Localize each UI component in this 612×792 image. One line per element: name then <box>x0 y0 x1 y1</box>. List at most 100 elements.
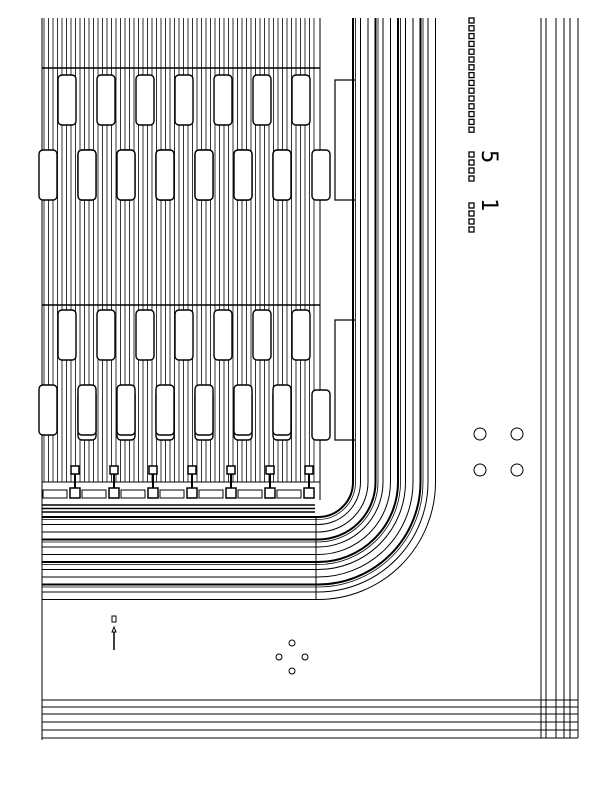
fiducial-circle <box>510 463 524 477</box>
bus-line <box>42 18 401 565</box>
cell-well <box>272 149 292 201</box>
cell-well <box>77 149 97 201</box>
alignment-marks <box>111 17 524 675</box>
alignment-square <box>468 32 475 40</box>
fiducial-circle <box>510 427 524 441</box>
cell-well <box>213 74 233 126</box>
alignment-square <box>468 48 475 55</box>
contact-pad <box>304 465 314 475</box>
bus-line <box>42 18 424 588</box>
bus-line <box>42 18 384 548</box>
cell-well <box>57 309 77 361</box>
cell-well <box>311 389 331 441</box>
resistor <box>159 489 185 499</box>
contact-pad <box>70 465 80 475</box>
alignment-square <box>468 103 475 110</box>
bus-line <box>42 18 377 541</box>
bus-line <box>42 18 414 578</box>
cell-well <box>272 384 292 436</box>
cell-well <box>135 309 155 361</box>
resistor <box>276 489 302 499</box>
cell-well <box>213 309 233 361</box>
contact-pad <box>265 465 275 475</box>
marker-arrow <box>111 625 117 633</box>
alignment-square <box>468 79 475 87</box>
cell-well <box>194 149 214 201</box>
alignment-square <box>468 17 475 24</box>
resistor <box>198 489 224 499</box>
cell-well <box>38 149 58 201</box>
cell-well <box>291 74 311 126</box>
alignment-square <box>468 40 475 48</box>
small-fiducial <box>288 639 296 647</box>
bus-line <box>42 18 361 525</box>
cell-well <box>116 384 136 436</box>
cell-well <box>38 384 58 436</box>
cell-well <box>155 149 175 201</box>
alignment-square <box>468 110 475 118</box>
alignment-square <box>468 118 475 126</box>
bus-line <box>42 18 399 563</box>
bus-line <box>42 18 429 593</box>
contact-pad <box>187 465 197 475</box>
bond-pad <box>69 487 81 499</box>
bond-pad <box>264 487 276 499</box>
cell-well <box>57 74 77 126</box>
cell-well <box>155 384 175 436</box>
bus-line <box>42 18 391 555</box>
bus-line <box>42 18 422 586</box>
mark-label-1: 1 <box>476 198 501 211</box>
alignment-square <box>468 202 475 209</box>
cell-well <box>233 149 253 201</box>
mark-label-5: 5 <box>476 150 501 163</box>
bond-pad <box>186 487 198 499</box>
fiducial-circle <box>473 463 487 477</box>
cell-well <box>291 309 311 361</box>
alignment-square <box>468 175 475 182</box>
bond-pad <box>108 487 120 499</box>
alignment-square <box>468 87 475 94</box>
resistor <box>42 489 68 499</box>
cell-well <box>311 149 331 201</box>
cell-well <box>77 384 97 436</box>
routing-bus <box>42 18 436 600</box>
bracket <box>334 319 355 441</box>
alignment-square <box>468 218 475 225</box>
contact-pad <box>109 465 119 475</box>
alignment-square <box>468 210 475 217</box>
contact-pad <box>148 465 158 475</box>
bracket <box>334 79 355 201</box>
alignment-square <box>468 25 475 32</box>
bond-pad <box>147 487 159 499</box>
bus-line <box>42 18 369 533</box>
resistor <box>81 489 107 499</box>
alignment-square <box>468 126 475 133</box>
alignment-square <box>468 226 475 233</box>
resistor <box>237 489 263 499</box>
cell-well <box>96 309 116 361</box>
cell-well <box>252 74 272 126</box>
cell-well <box>135 74 155 126</box>
cell-well <box>252 309 272 361</box>
cell-well <box>174 74 194 126</box>
cell-well <box>116 149 136 201</box>
cell-well <box>233 384 253 436</box>
bus-line <box>42 18 436 600</box>
cell-well <box>174 309 194 361</box>
bus-line <box>42 18 354 518</box>
alignment-square <box>468 159 475 166</box>
alignment-square <box>468 167 475 174</box>
cell-well <box>96 74 116 126</box>
bond-pad <box>225 487 237 499</box>
bus-line <box>42 18 379 543</box>
bond-pad <box>303 487 315 499</box>
border-frame <box>42 18 579 739</box>
cell-well <box>194 384 214 436</box>
cell-array <box>38 18 355 740</box>
bus-line <box>42 18 356 520</box>
small-fiducial <box>275 653 283 661</box>
alignment-square <box>468 71 475 79</box>
fiducial-circle <box>473 427 487 441</box>
